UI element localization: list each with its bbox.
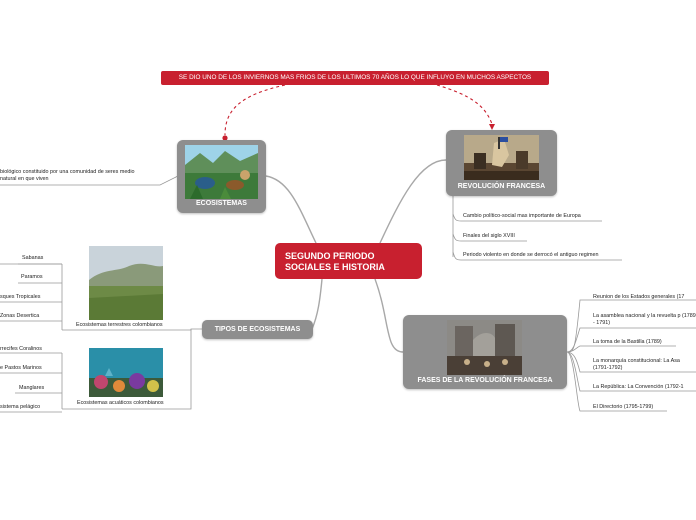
acuatico-item-arrecifes[interactable]: rrecifes Coralinos — [0, 346, 42, 353]
fases-item-1[interactable]: Reunion de los Estados generales (17 — [593, 294, 684, 301]
terrestre-item-sabanas[interactable]: Sabanas — [22, 255, 43, 262]
revolucion-item-3[interactable]: Periodo violento en donde se derrocó el … — [463, 252, 598, 259]
revolucion-francesa-node[interactable]: REVOLUCIÓN FRANCESA — [446, 130, 557, 196]
tipos-ecosistemas-node[interactable]: TIPOS DE ECOSISTEMAS — [202, 320, 313, 339]
fases-item-6[interactable]: El Directorio (1795-1799) — [593, 404, 653, 411]
ecosistemas-node[interactable]: ECOSISTEMAS — [177, 140, 266, 213]
ecosistemas-definition[interactable]: biológico constituido por una comunidad … — [0, 169, 150, 183]
aquatic-ecosystem-image — [89, 348, 163, 397]
revolucion-francesa-label: REVOLUCIÓN FRANCESA — [446, 183, 557, 190]
ecosistemas-label: ECOSISTEMAS — [177, 200, 266, 207]
fases-revolucion-node[interactable]: FASES DE LA REVOLUCIÓN FRANCESA — [403, 315, 567, 389]
fases-item-5[interactable]: La República: La Convención (1792-1 — [593, 384, 684, 391]
acuaticos-caption[interactable]: Ecosistemas acuáticos colombianos — [77, 400, 164, 407]
terrestres-caption[interactable]: Ecosistemas terrestres colombianos — [76, 322, 163, 329]
banner-note[interactable]: SE DIO UNO DE LOS INVIERNOS MAS FRIOS DE… — [161, 71, 549, 85]
terrestrial-ecosystem-image — [89, 246, 163, 320]
acuatico-item-manglares[interactable]: Manglares — [19, 385, 44, 392]
fases-item-2[interactable]: La asamblea nacional y la revuelta p (17… — [593, 313, 696, 327]
fases-label: FASES DE LA REVOLUCIÓN FRANCESA — [403, 377, 567, 384]
acuatico-item-pastos[interactable]: e Pastos Marinos — [0, 365, 42, 372]
terrestre-item-desertica[interactable]: Zonas Desertica — [0, 313, 39, 320]
fases-item-3[interactable]: La toma de la Bastilla (1789) — [593, 339, 662, 346]
terrestre-item-paramos[interactable]: Paramos — [21, 274, 43, 281]
ecosystem-image — [185, 145, 258, 199]
revolucion-item-1[interactable]: Cambio político-social mas importante de… — [463, 213, 581, 220]
bastille-painting-image — [447, 320, 522, 375]
liberty-painting-image — [464, 135, 539, 180]
fases-item-4[interactable]: La monarquía constitucional: La Asa (179… — [593, 358, 696, 372]
acuatico-item-pelagico[interactable]: sistema pelágico — [0, 404, 40, 411]
revolucion-item-2[interactable]: Finales del siglo XVIII — [463, 233, 515, 240]
central-topic[interactable]: SEGUNDO PERIODO SOCIALES E HISTORIA — [275, 243, 422, 279]
terrestre-item-bosques[interactable]: sques Tropicales — [0, 294, 40, 301]
